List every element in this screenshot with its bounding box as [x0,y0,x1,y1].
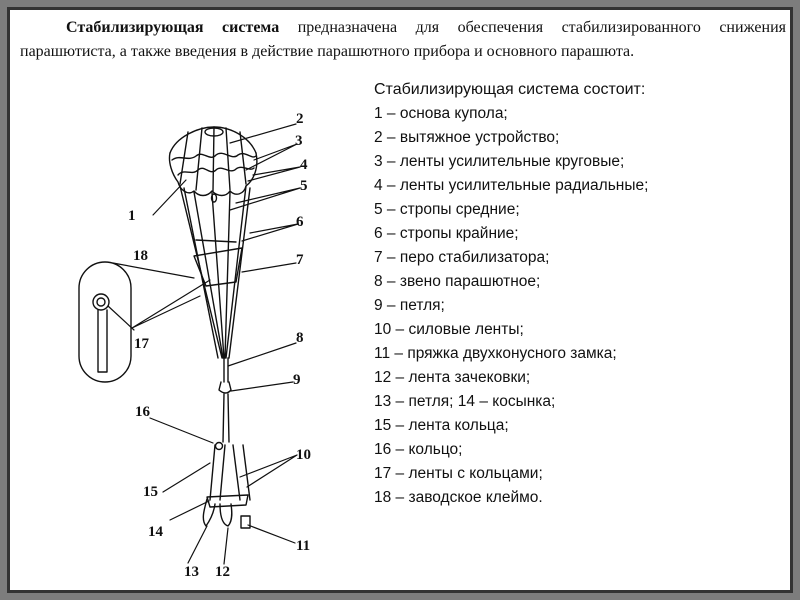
component-item-11: 11 – пряжка двухконусного замка; [374,345,617,362]
component-item-10: 10 – силовые ленты; [374,321,524,338]
gusset [206,494,249,508]
ring [214,441,224,451]
components-title: Стабилизирующая система состоит: [374,81,646,98]
callout-12: 12 [215,564,230,580]
component-item-17: 18 – заводское клеймо. [374,489,543,506]
tape-with-ring-detail [78,261,132,383]
component-item-3: 3 – ленты усилительные круговые; [374,153,625,170]
callout-18: 18 [133,248,148,264]
callout-16: 16 [135,404,151,420]
callout-6: 6 [296,214,304,230]
callout-4: 4 [300,157,308,173]
pilot-chute [204,127,224,137]
lines-and-stabilizer [179,185,251,529]
component-item-2: 2 – вытяжное устройство; [374,129,560,146]
component-item-4: 4 – ленты усилительные радиальные; [374,177,649,194]
callout-10: 10 [296,447,311,463]
component-item-8: 8 – звено парашютное; [374,273,541,290]
component-item-15: 16 – кольцо; [374,441,463,458]
loop [218,381,232,394]
leader-lines [107,123,301,565]
component-item-1: 1 – основа купола; [374,105,508,122]
component-item-7: 7 – перо стабилизатора; [374,249,550,266]
callout-13: 13 [184,564,199,580]
link [222,393,230,443]
callout-1: 1 [128,208,136,224]
component-item-16: 17 – ленты с кольцами; [374,465,543,482]
component-item-6: 6 – стропы крайние; [374,225,519,242]
callout-7: 7 [296,252,304,268]
intro-lead-bold: Стабилизирующая система [66,19,280,36]
component-item-5: 5 – стропы средние; [374,201,520,218]
callout-9: 9 [293,372,301,388]
intro-text: предназначена для обеспечения стабилизир… [20,19,786,60]
canopy-ribbon [171,152,257,161]
canopy [168,126,258,203]
callout-3: 3 [295,133,303,149]
callout-14: 14 [148,524,164,540]
callout-5: 5 [300,178,308,194]
component-item-9: 9 – петля; [374,297,445,314]
components-list: 1 – основа купола; 2 – вытяжное устройств… [374,102,648,510]
slide: Стабилизирующая система предназначена дл… [7,7,793,593]
component-item-12: 12 – лента зачековки; [374,369,531,386]
callout-11: 11 [296,538,310,554]
buckle [240,515,251,529]
callout-numbers: 1 2 3 4 5 6 7 8 9 10 11 12 13 14 15 16 1… [128,111,311,580]
component-item-13: 13 – петля; 14 – косынка; [374,393,556,410]
callout-17: 17 [134,336,150,352]
callout-2: 2 [296,111,304,127]
stabilizer-feather [193,247,243,287]
component-item-14: 15 – лента кольца; [374,417,509,434]
callout-8: 8 [296,330,304,346]
parachute-diagram: 1 2 3 4 5 6 7 8 9 10 11 12 13 14 15 16 1… [78,111,311,580]
callout-15: 15 [143,484,158,500]
ring-tapes [209,444,251,501]
intro-paragraph: Стабилизирующая система предназначена дл… [20,16,786,64]
